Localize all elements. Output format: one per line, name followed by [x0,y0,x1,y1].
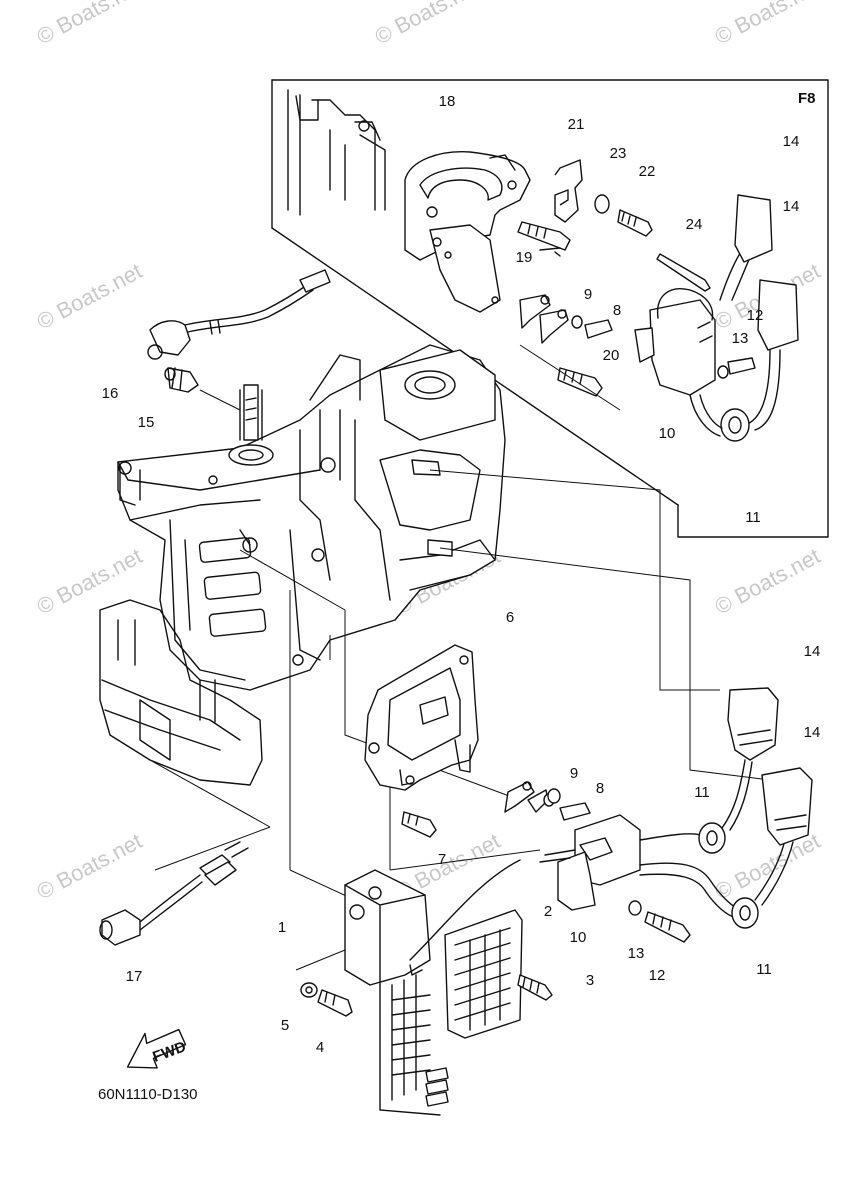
cdi-unit-1 [344,859,521,1116]
screw-3 [517,974,553,1001]
callout-22: 22 [639,163,656,180]
callout-9: 9 [570,765,578,782]
callout-14: 14 [783,133,800,150]
callout-18: 18 [439,93,456,110]
callout-11: 11 [745,509,761,526]
callout-5: 5 [281,1017,289,1034]
callout-6: 6 [506,609,514,626]
watermark: © Boats.net [33,828,147,904]
callout-14: 14 [783,198,800,215]
watermark: © Boats.net [711,828,825,904]
inset-fasteners [517,194,711,292]
clip-21 [554,159,583,223]
callout-8: 8 [596,780,604,797]
watermark: © Boats.net [33,0,147,49]
callout-14: 14 [804,643,821,660]
spark-plug-cap-14 [727,687,813,846]
callout-15: 15 [138,414,155,431]
callout-11: 11 [694,784,710,801]
watermark: © Boats.net [33,543,147,619]
callout-10: 10 [570,929,587,946]
fwd-arrow-icon: FWD [126,1028,188,1069]
callout-3: 3 [586,972,594,989]
callout-2: 2 [544,903,552,920]
callout-12: 12 [649,967,666,984]
callout-1: 1 [278,919,286,936]
inset-engine-fragment [287,89,386,216]
inset-ignition-coil [634,194,799,442]
callout-17: 17 [126,968,143,985]
callout-19: 19 [516,249,533,266]
watermark: © Boats.net [711,0,825,49]
callout-11: 11 [756,961,772,978]
base-plate-6 [364,644,479,791]
callout-4: 4 [316,1039,324,1056]
engine-block [117,344,506,691]
terminals-main [401,781,591,838]
callout-13: 13 [732,330,749,347]
sensor-15 [164,367,241,411]
callout-20: 20 [603,347,620,364]
callout-8: 8 [613,302,621,319]
washer-5-bolt-4 [300,982,353,1017]
bolt-12-washer-13 [628,900,691,943]
inset-terminals [519,294,621,411]
callout-14: 14 [804,724,821,741]
ignition-coil-10 [539,759,794,929]
watermark: © Boats.net [711,543,825,619]
callout-21: 21 [568,116,585,133]
sensor-17 [99,841,249,946]
callout-7: 7 [438,851,446,868]
callout-23: 23 [610,145,627,162]
callout-numbers: 1234567891011121314141115161718192021222… [102,93,821,1056]
lower-pan [99,599,271,871]
watermark: © Boats.net [33,258,147,334]
callout-24: 24 [686,216,703,233]
watermark: © Boats.net [371,0,485,49]
inset-label: F8 [798,90,816,107]
callout-13: 13 [628,945,645,962]
callout-16: 16 [102,385,119,402]
plug-cap-16 [147,269,331,360]
callout-9: 9 [584,286,592,303]
callout-12: 12 [747,307,764,324]
rectifier-2 [444,909,523,1039]
bracket-18 [404,151,531,313]
callout-10: 10 [659,425,676,442]
diagram-code: 60N1110-D130 [98,1086,198,1103]
